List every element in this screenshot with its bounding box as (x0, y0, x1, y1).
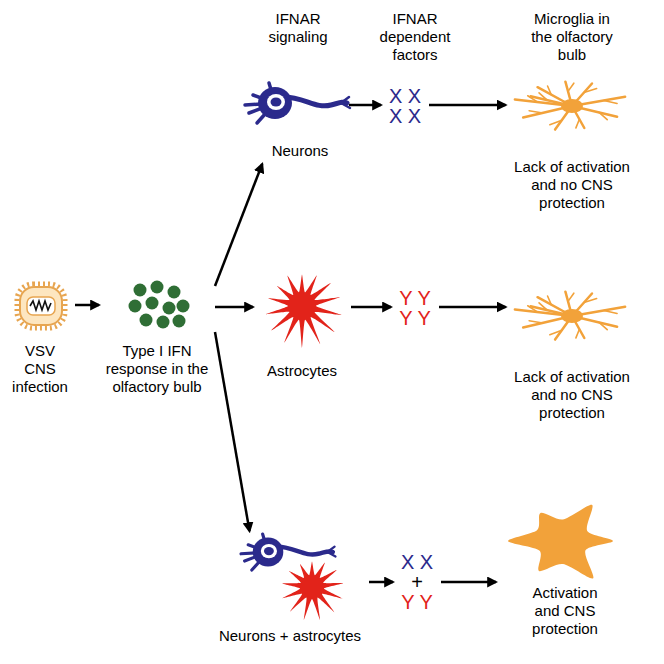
neuron-icon (245, 83, 350, 123)
node-label: Neurons + astrocytes (215, 627, 365, 645)
cell-node: Astrocytes (257, 262, 347, 380)
column-heading: Microglia in the olfactory bulb (525, 10, 620, 64)
arrow-connector (439, 306, 506, 309)
icon-space (255, 80, 345, 142)
node-label: Type I IFN response in the olfactory bul… (103, 342, 211, 396)
cell-node: Neurons (255, 80, 345, 160)
icon-space (500, 500, 630, 584)
cell-node: Neurons + astrocytes (215, 535, 365, 645)
arrow-connector (75, 304, 99, 307)
astrocyte-icon (266, 275, 342, 348)
icon-space (215, 535, 365, 627)
microglia-icon (515, 82, 625, 130)
node-label: Activation and CNS protection (525, 584, 605, 638)
node-label: VSV CNS infection (9, 342, 71, 396)
arrow-connector (215, 332, 250, 531)
factor-symbols: X X (385, 106, 425, 126)
virus-icon (17, 284, 65, 328)
microglia-icon (515, 292, 625, 340)
node-label: Lack of activation and no CNS protection (510, 158, 635, 212)
factor-symbols: Y Y (395, 308, 435, 328)
icon-space (9, 280, 71, 342)
astrocyte-icon (282, 562, 343, 621)
arrow-connector (215, 164, 262, 286)
node-label: Lack of activation and no CNS protection (510, 368, 635, 422)
factor-symbols: X X (385, 86, 425, 106)
arrow-connector (429, 104, 506, 107)
factor-node: Y YY Y (395, 288, 435, 328)
interferon-node: Type I IFN response in the olfactory bul… (103, 280, 211, 396)
factor-symbols: Y Y (397, 592, 437, 612)
column-heading: IFNAR dependent factors (373, 10, 458, 64)
icon-space (510, 66, 635, 158)
factor-symbols: + (397, 572, 437, 592)
column-heading: IFNAR signaling (258, 10, 338, 46)
virus-node: VSV CNS infection (9, 280, 71, 396)
arrow-connector (351, 306, 391, 309)
activated-microglia-icon (508, 505, 613, 579)
icon-space (257, 262, 347, 362)
outcome-node: Lack of activation and no CNS protection (510, 66, 635, 212)
factor-symbols: Y Y (395, 288, 435, 308)
arrow-connector (349, 104, 381, 107)
factor-node: X X+Y Y (397, 552, 437, 612)
node-label: Astrocytes (262, 362, 342, 380)
outcome-node: Lack of activation and no CNS protection (510, 276, 635, 422)
arrow-connector (441, 581, 496, 584)
neuron-icon (241, 534, 336, 570)
factor-symbols: X X (397, 552, 437, 572)
node-label: Neurons (265, 142, 335, 160)
factor-node: X XX X (385, 86, 425, 126)
arrow-connector (215, 306, 253, 309)
arrow-connector (369, 581, 393, 584)
interferon-dots (129, 281, 190, 329)
icon-space (510, 276, 635, 368)
icon-space (103, 280, 211, 342)
outcome-node: Activation and CNS protection (500, 500, 630, 638)
